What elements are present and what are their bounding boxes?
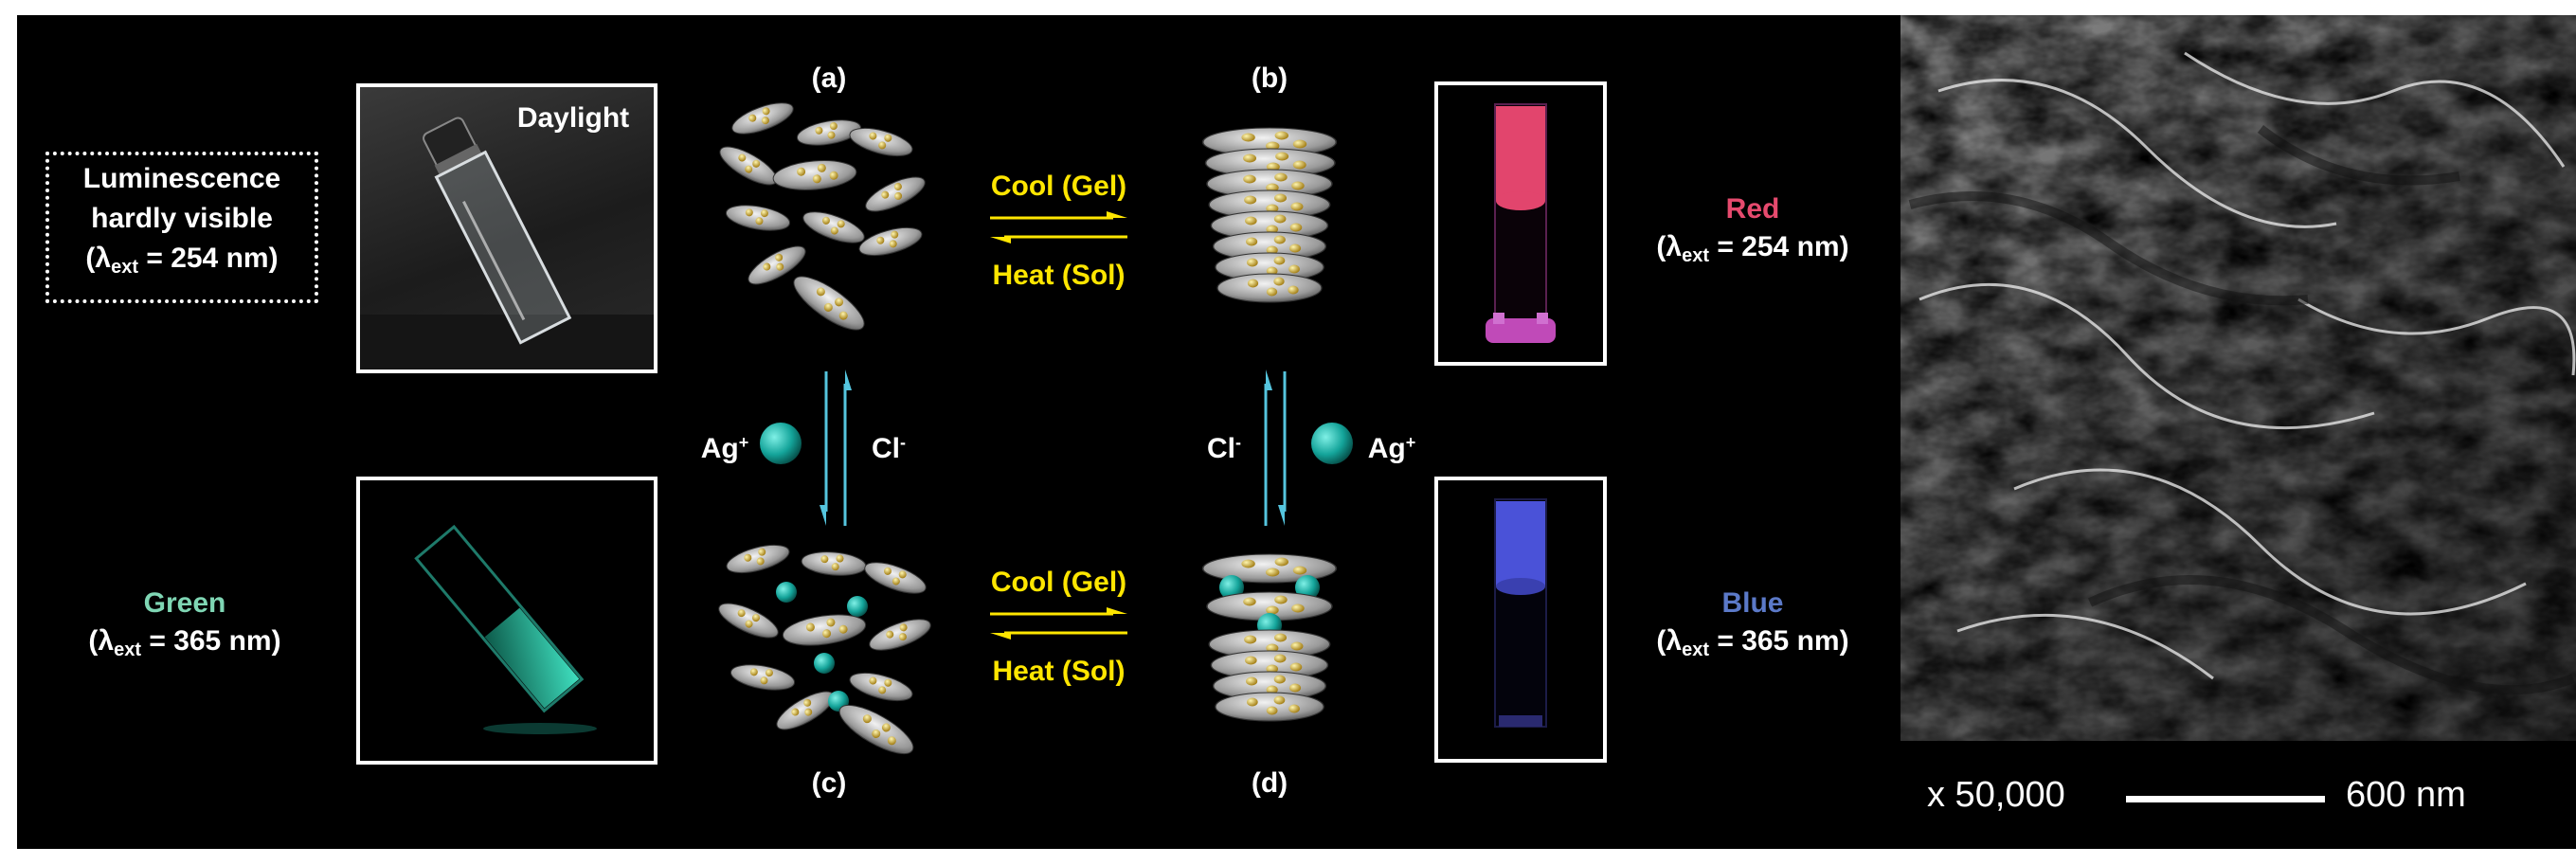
blue-wavelength-label: (λext = 365 nm) (1656, 625, 1849, 660)
scheme-a-disordered (714, 96, 930, 340)
ag-ion-label-left: Ag+ (700, 433, 749, 464)
daylight-label: Daylight (516, 102, 630, 134)
panel-label-c: (c) (811, 767, 847, 799)
ag-ion-label-right: Ag+ (1367, 433, 1416, 464)
red-color-label: Red (1725, 193, 1780, 225)
scheme-c-disordered-ag (713, 539, 935, 764)
panel-label-b: (b) (1251, 63, 1288, 94)
sem-image-panel: x 50,000 600 nm (1900, 15, 2576, 849)
ag-sphere-left (760, 423, 802, 464)
sem-info-bar: x 50,000 600 nm (1900, 741, 2576, 849)
luminescence-note-line3: (λext = 254 nm) (85, 243, 279, 278)
equilibrium-arrows-bottom (990, 607, 1127, 640)
green-vial-drawing (414, 524, 597, 734)
cl-ion-label-left: Cl- (872, 433, 906, 464)
luminescence-note-line2: hardly visible (91, 203, 273, 234)
scheme-d-stacked-ag (1201, 553, 1338, 722)
green-wavelength-label: (λext = 365 nm) (88, 625, 281, 660)
daylight-vial-photo: Daylight (356, 83, 658, 373)
sem-magnification: x 50,000 (1927, 775, 2065, 815)
blue-color-label: Blue (1721, 587, 1784, 619)
cool-gel-label-bottom: Cool (Gel) (990, 567, 1127, 598)
luminescence-note-line1: Luminescence (82, 163, 281, 194)
ag-sphere-right (1311, 423, 1353, 464)
scheme-b-stacked (1201, 127, 1338, 303)
heat-sol-label-bottom: Heat (Sol) (992, 656, 1126, 687)
panel-label-d: (d) (1251, 767, 1288, 799)
sem-scalebar-label: 600 nm (2346, 775, 2466, 815)
green-color-label: Green (143, 587, 226, 619)
ion-arrows-left (820, 369, 852, 526)
red-wavelength-label: (λext = 254 nm) (1656, 231, 1849, 266)
sem-micrograph (1900, 15, 2576, 741)
blue-cuvette-drawing (1494, 498, 1547, 728)
heat-sol-label-top: Heat (Sol) (992, 260, 1126, 291)
red-cuvette-drawing (1486, 103, 1556, 343)
equilibrium-arrows-top (990, 211, 1127, 243)
molecular-scheme (713, 96, 1353, 764)
ion-arrows-right (1264, 369, 1287, 526)
panel-label-a: (a) (811, 63, 847, 94)
daylight-vial-drawing (360, 117, 654, 369)
red-cuvette-photo (1434, 81, 1607, 366)
cool-gel-label-top: Cool (Gel) (990, 171, 1127, 202)
green-vial-photo (356, 477, 658, 765)
sem-scalebar (2126, 796, 2325, 802)
luminescence-note-box (45, 152, 318, 303)
cl-ion-label-right: Cl- (1207, 433, 1241, 464)
blue-cuvette-photo (1434, 477, 1607, 763)
